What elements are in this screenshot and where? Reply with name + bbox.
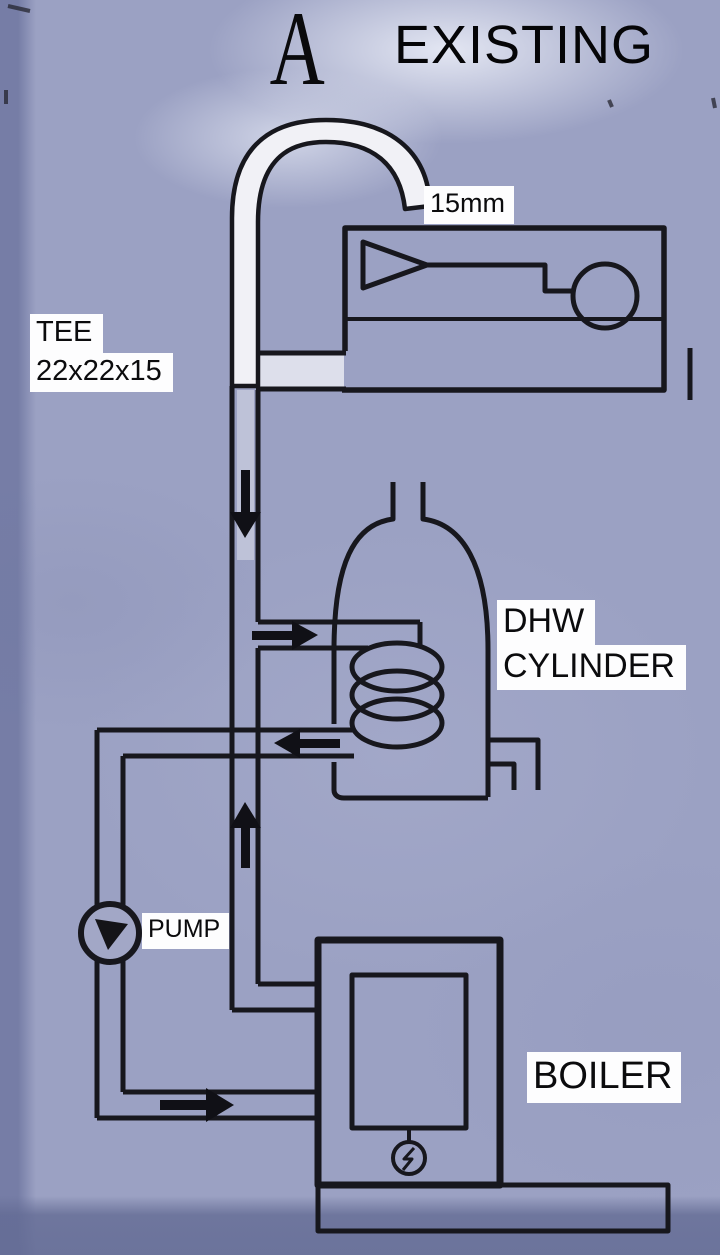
burner-symbol (391, 1140, 427, 1176)
dhw-cylinder (331, 482, 541, 801)
boiler-base-pipe (315, 1182, 671, 1234)
feed-tank (342, 225, 693, 400)
main-vertical-pipe (229, 386, 318, 1013)
cylinder-label-line2: CYLINDER (497, 645, 686, 691)
pump-symbol (78, 901, 142, 965)
flow-arrows (160, 470, 340, 1122)
boiler (314, 936, 671, 1234)
pump-label: PUMP (142, 913, 230, 949)
tee-label-line1: TEE (30, 314, 104, 354)
heating-coil (349, 640, 445, 750)
cylinder-flow-pipe (258, 619, 423, 651)
arrow-up-icon (230, 802, 261, 868)
tee-label: TEE 22x22x15 (30, 314, 173, 393)
arrow-right-bottom-icon (160, 1088, 234, 1122)
diagram-title: EXISTING (394, 15, 655, 75)
flame-bolt-icon (401, 1146, 416, 1171)
variant-letter: A (269, 0, 328, 107)
boiler-label: BOILER (527, 1052, 682, 1103)
pipe-size-label: 15mm (424, 186, 515, 224)
tee-branch-pipe (256, 350, 346, 392)
float-ball (570, 261, 640, 331)
arrow-right-flow-icon (252, 621, 318, 650)
cylinder-label: DHW CYLINDER (497, 600, 686, 691)
cylinder-label-line1: DHW (497, 600, 596, 646)
float-valve (360, 239, 573, 294)
photo-marks (4, 4, 717, 109)
arrow-down-icon (230, 470, 261, 538)
tee-label-line2: 22x22x15 (30, 353, 173, 393)
arrow-left-return-icon (274, 729, 340, 758)
